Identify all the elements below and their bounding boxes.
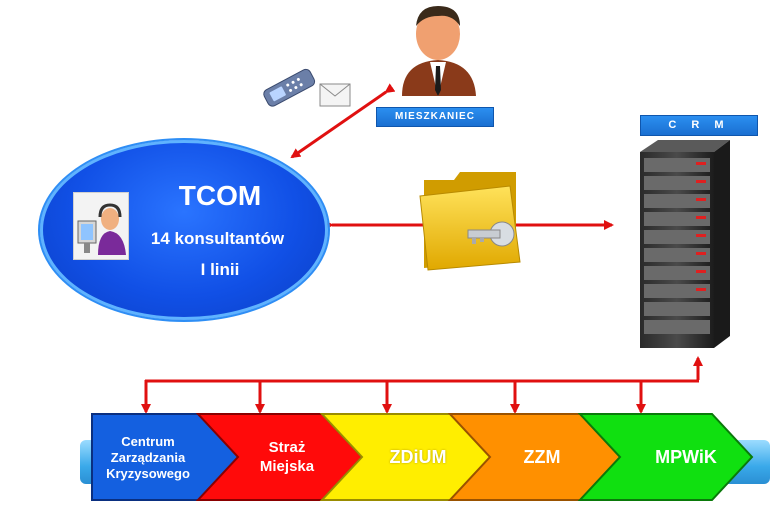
server-icon bbox=[640, 140, 730, 348]
folder-key-icon bbox=[419, 172, 521, 271]
person-icon bbox=[402, 6, 476, 96]
tcom-title: TCOM bbox=[178, 180, 262, 211]
dept-label-ckz: Centrum Zarządzania Kryzysowego bbox=[106, 434, 190, 481]
dept-label-straz: Straż Miejska bbox=[259, 439, 315, 475]
envelope-icon bbox=[319, 83, 351, 107]
tcom-line-text: I linii bbox=[200, 260, 240, 279]
dept-label-mpwik: MPWiK bbox=[655, 447, 717, 467]
phone-icon bbox=[263, 68, 316, 107]
arrow-resident-tcom bbox=[290, 83, 396, 159]
dept-label-zdium: ZDiUM bbox=[389, 447, 447, 467]
resident-label: MIESZKANIEC bbox=[376, 107, 494, 127]
consultant-icon bbox=[73, 192, 129, 260]
tcom-consultants-text: 14 konsultantów bbox=[150, 229, 285, 248]
crm-label: C R M bbox=[640, 115, 758, 136]
dept-label-zzm: ZZM bbox=[523, 447, 561, 467]
dept-chevron-5 bbox=[577, 413, 754, 501]
